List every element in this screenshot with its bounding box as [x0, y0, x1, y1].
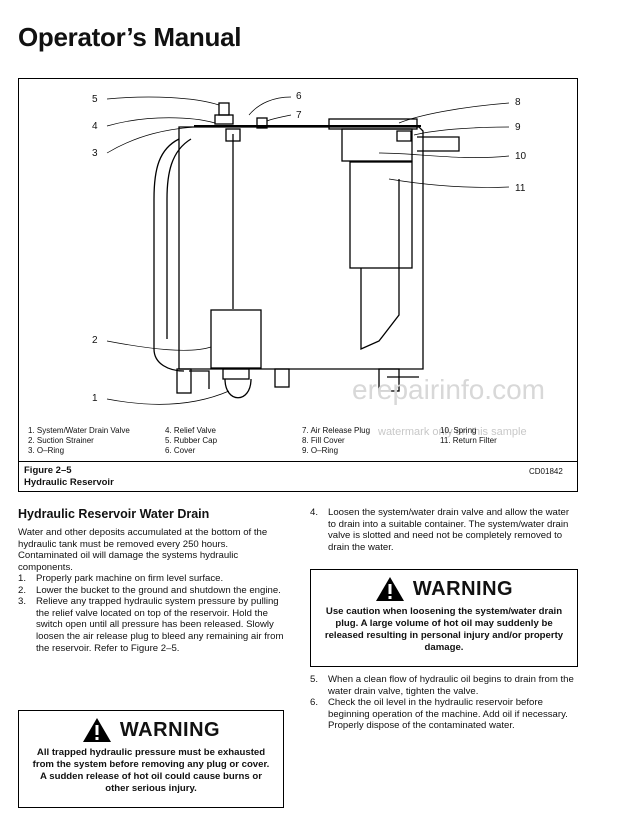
reservoir-tank-outline	[178, 126, 424, 370]
return-filter-shape	[349, 161, 413, 269]
legend-column-3: 7. Air Release Plug 8. Fill Cover 9. O–R…	[302, 426, 370, 456]
figure-id: CD01842	[529, 467, 563, 476]
list-item: 6.Check the oil level in the hydraulic r…	[310, 697, 568, 732]
callout-11: 11	[515, 183, 526, 194]
legend-column-1: 1. System/Water Drain Valve 2. Suction S…	[28, 426, 130, 456]
legend-item: 11. Return Filter	[440, 436, 497, 445]
legend-item: 3. O–Ring	[28, 446, 65, 455]
watermark-note: watermark only on this sample	[378, 426, 527, 438]
page-title: Operator’s Manual	[18, 22, 242, 52]
warning-text: All trapped hydraulic pressure must be e…	[32, 747, 270, 794]
warning-triangle-icon	[82, 718, 111, 742]
figure-title: Hydraulic Reservoir	[24, 477, 114, 488]
legend-item: 2. Suction Strainer	[28, 436, 94, 445]
suction-pipe	[153, 138, 185, 372]
callout-9: 9	[515, 122, 521, 133]
legend-item: 4. Relief Valve	[165, 426, 216, 435]
warning-text: Use caution when loosening the system/wa…	[324, 606, 564, 653]
callout-2: 2	[92, 335, 98, 346]
callout-3: 3	[92, 148, 98, 159]
intro-paragraph: Water and other deposits accumulated at …	[18, 527, 268, 573]
legend-column-2: 4. Relief Valve 5. Rubber Cap 6. Cover	[165, 426, 217, 456]
figure-caption: Figure 2–5 Hydraulic Reservoir	[24, 465, 114, 489]
callout-7: 7	[296, 110, 302, 121]
legend-column-4: 10. Spring 11. Return Filter	[440, 426, 497, 446]
figure-number: Figure 2–5	[24, 465, 72, 476]
list-item: 3.Relieve any trapped hydraulic system p…	[18, 596, 284, 654]
section-heading: Hydraulic Reservoir Water Drain	[18, 507, 210, 521]
legend-item: 7. Air Release Plug	[302, 426, 371, 435]
callout-1: 1	[92, 393, 98, 404]
watermark-text: erepairinfo.com	[352, 374, 545, 405]
list-item: 4.Loosen the system/water drain valve an…	[310, 507, 570, 553]
warning-title: WARNING	[119, 718, 221, 741]
steps-left: 1.Properly park machine on firm level su…	[18, 573, 286, 654]
drain-valve-shape	[224, 378, 252, 399]
list-item: 2.Lower the bucket to the ground and shu…	[18, 584, 281, 596]
legend-item: 9. O–Ring	[302, 446, 339, 455]
callout-4: 4	[92, 121, 98, 132]
steps-right-a: 4.Loosen the system/water drain valve an…	[310, 507, 578, 553]
warning-box-left: WARNING All trapped hydraulic pressure m…	[18, 710, 284, 808]
warning-title: WARNING	[412, 577, 514, 600]
figure-frame	[18, 78, 578, 492]
steps-right-b: 5.When a clean flow of hydraulic oil beg…	[310, 674, 578, 732]
figure-caption-divider	[18, 461, 578, 462]
list-item: 5.When a clean flow of hydraulic oil beg…	[310, 674, 574, 697]
callout-6: 6	[296, 91, 302, 102]
callout-5: 5	[92, 94, 98, 105]
callout-8: 8	[515, 97, 521, 108]
warning-box-right: WARNING Use caution when loosening the s…	[310, 569, 578, 667]
legend-item: 1. System/Water Drain Valve	[28, 426, 130, 435]
legend-item: 6. Cover	[165, 446, 196, 455]
legend-item: 8. Fill Cover	[302, 436, 345, 445]
list-item: 1.Properly park machine on firm level su…	[18, 573, 224, 584]
warning-header: WARNING	[19, 717, 283, 743]
callout-10: 10	[515, 151, 527, 162]
legend-item: 10. Spring	[440, 426, 477, 435]
section-intro: Water and other deposits accumulated at …	[18, 527, 286, 573]
hydraulic-reservoir-diagram	[106, 96, 510, 405]
suction-strainer-shape	[210, 309, 262, 369]
rubber-cap-shape	[218, 102, 230, 116]
warning-header: WARNING	[311, 576, 577, 602]
warning-triangle-icon	[375, 577, 404, 601]
legend-item: 5. Rubber Cap	[165, 436, 218, 445]
